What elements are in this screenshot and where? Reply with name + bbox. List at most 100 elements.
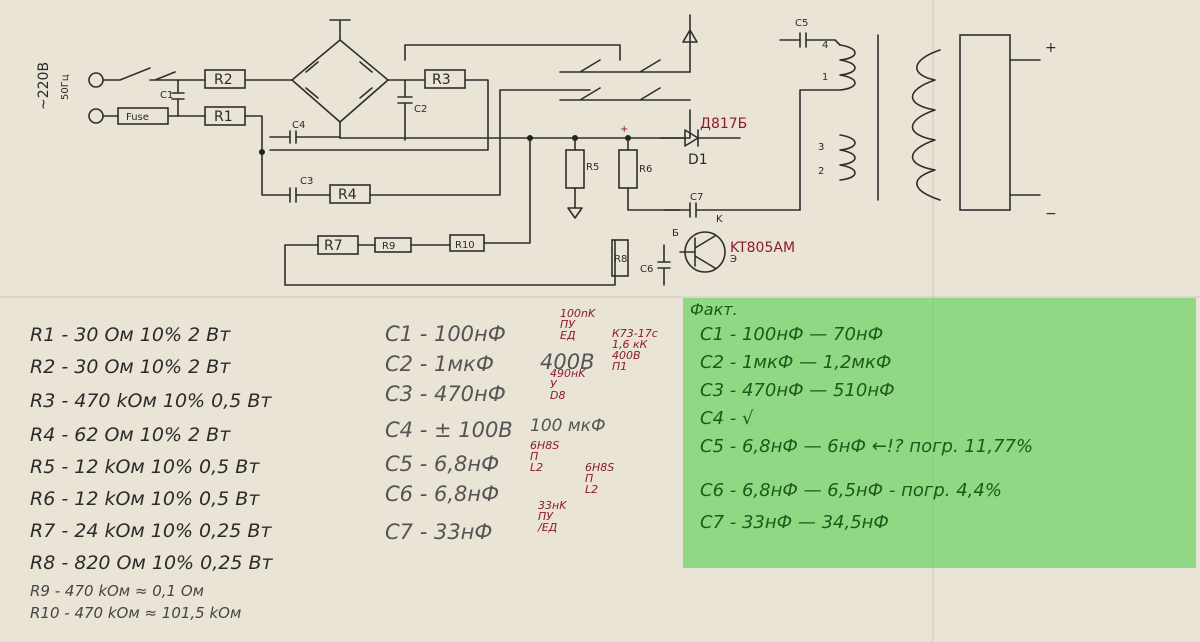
- schematic-label: R2: [214, 72, 233, 88]
- capacitor-note-c6: C6 - 6,8нФ: [385, 482, 500, 506]
- schematic-stroke: [269, 130, 341, 144]
- paper-crease-horizontal: [0, 296, 1200, 298]
- schematic-label: R10: [455, 240, 475, 251]
- resistor-note-r2: R2 - 30 Ом 10% 2 Вт: [30, 356, 231, 378]
- resistor-r3: [424, 69, 466, 89]
- schematic-label: R5: [586, 162, 599, 173]
- schematic-stroke: [799, 39, 841, 211]
- resistor-note-r6: R6 - 12 kОм 10% 0,5 Вт: [30, 488, 260, 510]
- measured-title: Факт.: [690, 300, 738, 319]
- schematic-label: R6: [639, 164, 652, 175]
- schematic-stroke: [284, 244, 319, 286]
- schematic-stroke: [657, 244, 671, 286]
- schematic-stroke: [369, 89, 591, 196]
- schematic-stroke: [1009, 59, 1041, 196]
- switch-bank: [404, 44, 691, 101]
- resistor-note-r1: R1 - 30 Ом 10% 2 Вт: [30, 324, 231, 346]
- schematic-label: Fuse: [126, 112, 149, 123]
- red-note-c7: 33нK ПУ /ЕД: [538, 499, 567, 534]
- capacitor-note-c5: C5 - 6,8нФ: [385, 452, 500, 476]
- schematic-label: R8: [614, 254, 627, 265]
- schematic-stroke: [261, 159, 331, 203]
- schematic-stroke: [171, 79, 185, 117]
- resistor-note-r5: R5 - 12 kОм 10% 0,5 Вт: [30, 456, 260, 478]
- measured-row-c2: C2 - 1мкФ — 1,2мкФ: [700, 352, 892, 373]
- resistor-r2: [204, 69, 246, 89]
- capacitor-value-c4: 100 мкФ: [530, 416, 606, 436]
- schematic-stroke: [664, 202, 801, 218]
- schematic-label: R9: [382, 241, 395, 252]
- measured-values-panel: [683, 298, 1196, 568]
- schematic-label: R3: [432, 72, 451, 88]
- capacitor-note-c7: C7 - 33нФ: [385, 520, 493, 544]
- mains-terminal-top: [88, 72, 104, 88]
- schematic-label: D1: [688, 152, 708, 168]
- resistor-r6: [618, 149, 638, 189]
- red-note-c6: 6Н8S П L2: [585, 461, 615, 496]
- schematic-label: Э: [730, 254, 737, 265]
- schematic-stroke: [269, 79, 489, 151]
- resistor-note-r3: R3 - 470 kОм 10% 0,5 Вт: [30, 390, 272, 412]
- schematic-stroke: [259, 149, 265, 155]
- red-note-c5: 6Н8S П L2: [530, 439, 560, 474]
- schematic-label: C6: [640, 264, 653, 275]
- measured-row-c3: C3 - 470нФ — 510нФ: [700, 380, 895, 401]
- red-note-c1: 100nK ПУ ЕД: [560, 307, 596, 342]
- schematic-label: 2: [818, 166, 824, 177]
- mains-voltage-label: ~220В: [36, 62, 52, 110]
- schematic-stroke: [659, 129, 741, 147]
- schematic-stroke: [339, 109, 691, 139]
- schematic-label: C4: [292, 120, 305, 131]
- load-block: [959, 34, 1011, 211]
- measured-row-c7: C7 - 33нФ — 34,5нФ: [700, 512, 889, 533]
- schematic-label: KT805AM: [730, 240, 795, 256]
- capacitor-voltage-c2: 400В: [540, 350, 595, 374]
- red-note-c1-type: К73-17с 1,6 кК 400В П1: [612, 327, 658, 373]
- schematic-stroke: [284, 139, 616, 286]
- measured-row-c5: C5 - 6,8нФ — 6нФ ←!? погр. 11,77%: [700, 436, 1034, 457]
- resistor-note-r9: R9 - 470 kОм ≈ 0,1 Ом: [30, 582, 204, 600]
- schematic-label: C5: [795, 18, 808, 29]
- output-minus: −: [1045, 206, 1057, 222]
- measured-row-c1: C1 - 100нФ — 70нФ: [700, 324, 884, 345]
- measured-row-c6: C6 - 6,8нФ — 6,5нФ - погр. 4,4%: [700, 480, 1002, 501]
- schematic-label: R7: [324, 238, 343, 254]
- transformer-winding-a: [839, 44, 856, 91]
- capacitor-note-c2: C2 - 1мкФ: [385, 352, 494, 376]
- resistor-note-r8: R8 - 820 Ом 10% 0,25 Вт: [30, 552, 273, 574]
- schematic-stroke: [397, 79, 413, 141]
- capacitor-note-c3: C3 - 470нФ: [385, 382, 506, 406]
- schematic-label: Д817Б: [700, 116, 747, 132]
- schematic-stroke: [679, 235, 716, 269]
- mains-terminal-bottom: [88, 108, 104, 124]
- schematic-label: 1: [822, 72, 828, 83]
- schematic-label: 3: [818, 142, 824, 153]
- schematic-label: K: [716, 214, 723, 225]
- red-note-c3: 490нK У D8: [550, 367, 586, 402]
- schematic-label: C1: [160, 90, 173, 101]
- schematic-stroke: [305, 61, 373, 99]
- schematic-label: R4: [338, 187, 357, 203]
- capacitor-note-c4: C4 - ± 100В: [385, 418, 513, 442]
- capacitor-note-c1: C1 - 100нФ: [385, 322, 506, 346]
- transformer-winding-b: [839, 134, 856, 181]
- mains-frequency-label: 50Гц: [60, 74, 71, 100]
- schematic-stroke: [339, 79, 406, 139]
- transformer-secondary: [911, 49, 941, 201]
- power-switch: [102, 67, 179, 81]
- schematic-label: +: [620, 124, 628, 135]
- resistor-note-r7: R7 - 24 kОм 10% 0,25 Вт: [30, 520, 272, 542]
- resistor-note-r10: R10 - 470 kОм ≈ 101,5 kОм: [30, 604, 242, 622]
- schematic-label: C2: [414, 104, 427, 115]
- schematic-label: 4: [822, 40, 828, 51]
- schematic-stroke: [244, 79, 293, 161]
- output-plus: +: [1045, 40, 1057, 56]
- bridge-rectifier: [291, 39, 389, 123]
- resistor-r8: [611, 239, 629, 277]
- measured-row-c4: C4 - √: [700, 408, 754, 429]
- schematic-label: R1: [214, 109, 233, 125]
- schematic-stroke: [779, 32, 836, 48]
- resistor-note-r4: R4 - 62 Ом 10% 2 Вт: [30, 424, 231, 446]
- schematic-label: C3: [300, 176, 313, 187]
